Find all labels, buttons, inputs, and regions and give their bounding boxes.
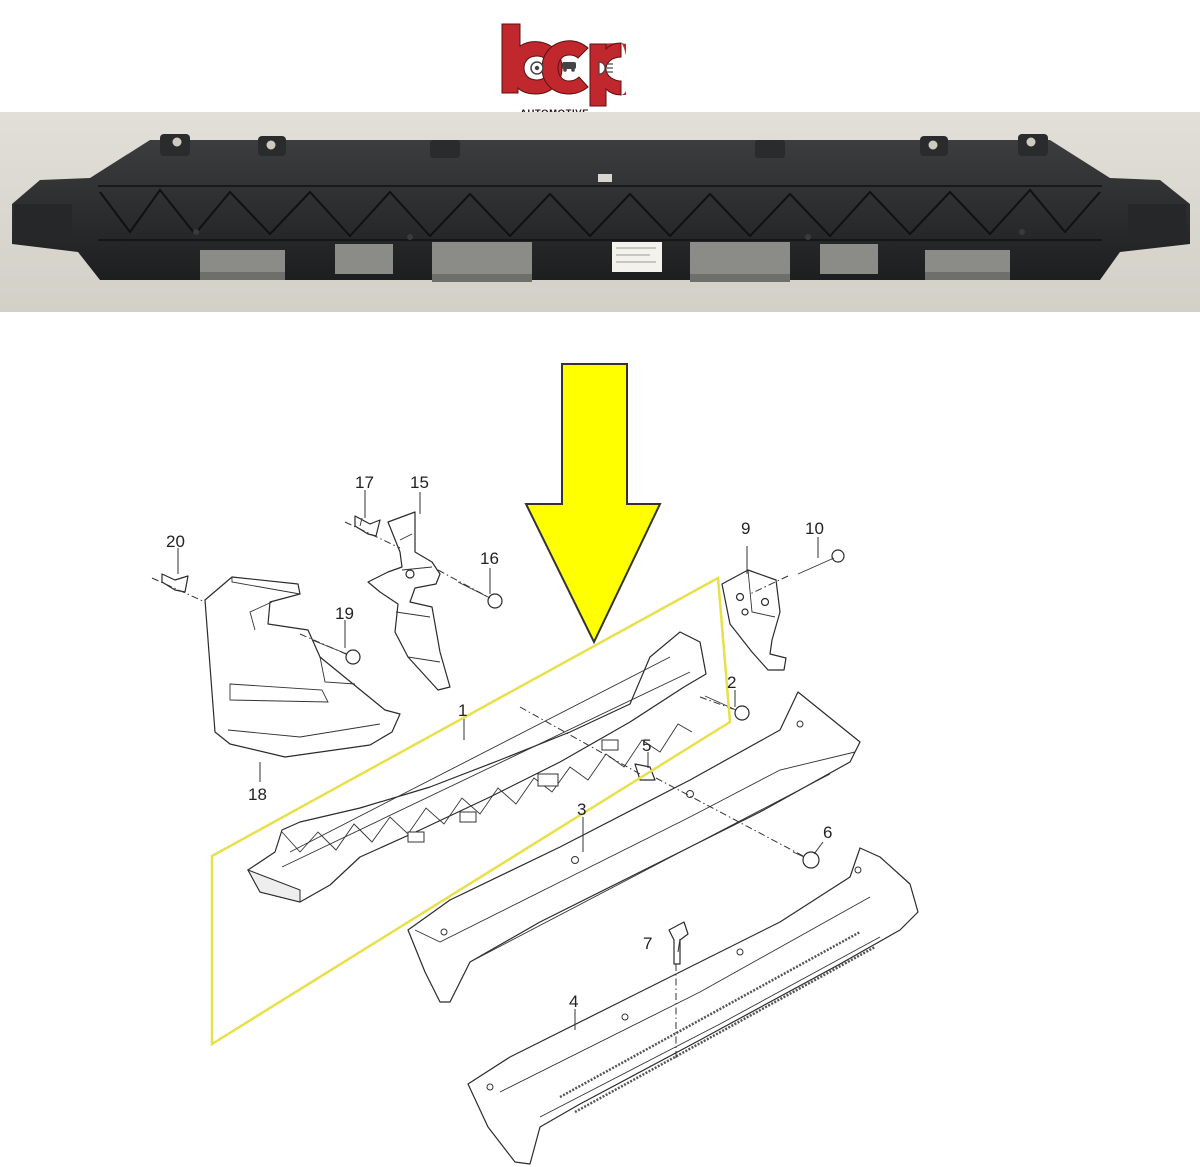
bumper-support-photo — [0, 112, 1200, 312]
callout-7: 7 — [643, 934, 652, 953]
logo-letter-p — [589, 42, 622, 107]
callout-6: 6 — [823, 823, 832, 842]
exploded-parts-diagram: 1 2 3 4 5 6 7 9 10 15 16 17 18 19 20 — [151, 363, 919, 1165]
callout-5: 5 — [642, 736, 651, 755]
callout-20: 20 — [166, 532, 185, 551]
assembly-lines — [151, 521, 806, 1060]
callout-3: 3 — [577, 800, 586, 819]
callout-9: 9 — [741, 519, 750, 538]
part-label-sticker — [612, 242, 662, 272]
fastener-2-bolt — [704, 695, 750, 721]
part-18-corner-bracket — [204, 576, 401, 758]
fastener-10-bolt — [797, 549, 845, 575]
part-4-lower-cover — [467, 847, 919, 1165]
leader-lines — [177, 490, 824, 1030]
headlight-icon — [598, 61, 613, 75]
part-9-side-bracket — [721, 569, 787, 671]
part-15-upper-bracket — [367, 511, 451, 691]
part-3-carrier — [407, 691, 861, 1003]
fastener-5-clip — [634, 763, 656, 781]
highlight-outline — [210, 575, 732, 1047]
car-icon — [562, 62, 576, 72]
fastener-20-clip — [161, 573, 189, 593]
brand-logo: AUTOMOTIVE — [501, 23, 626, 118]
fastener-7-pin — [668, 921, 689, 965]
callout-15: 15 — [410, 473, 429, 492]
callout-4: 4 — [569, 992, 578, 1011]
callout-10: 10 — [805, 519, 824, 538]
callout-18: 18 — [248, 785, 267, 804]
callout-16: 16 — [480, 549, 499, 568]
part-1-bumper-support — [246, 631, 707, 903]
callout-19: 19 — [335, 604, 354, 623]
callout-numbers: 1 2 3 4 5 6 7 9 10 15 16 17 18 19 20 — [166, 473, 832, 1011]
logo-letter-c — [541, 40, 589, 95]
fastener-16-screw — [457, 581, 503, 609]
fastener-6-screw — [792, 851, 820, 869]
callout-2: 2 — [727, 673, 736, 692]
callout-1: 1 — [458, 701, 467, 720]
fastener-17-clip — [354, 515, 381, 537]
callout-17: 17 — [355, 473, 374, 492]
arrow-down-icon — [524, 363, 662, 645]
